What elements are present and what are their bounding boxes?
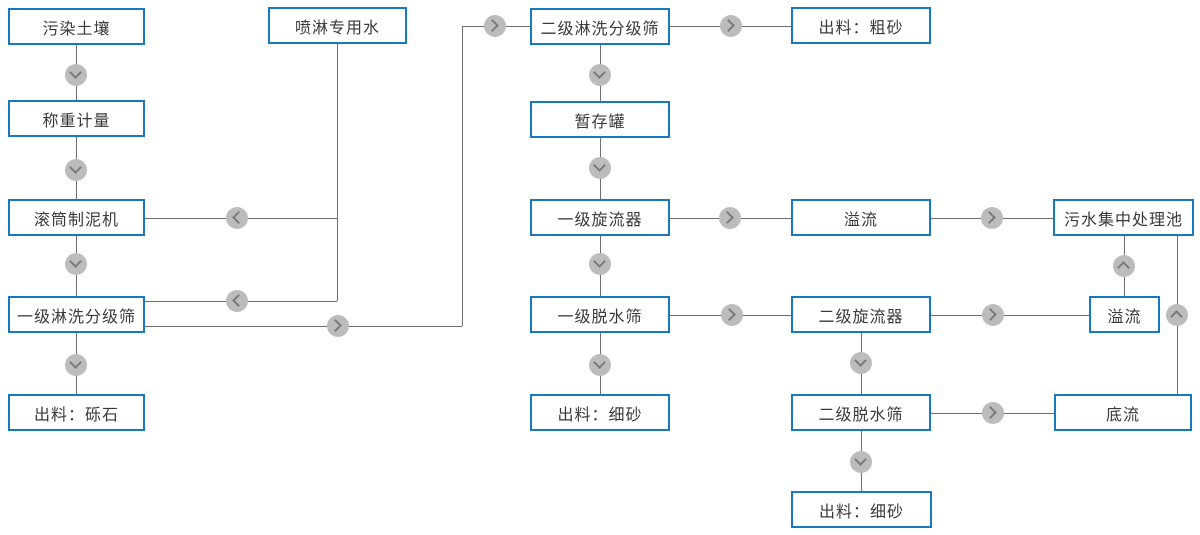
node-dewatering-screen-1[interactable]: 一级脱水筛 [530,296,670,333]
flow-arrow-down-icon [589,354,611,376]
node-sewage-pool[interactable]: 污水集中处理池 [1053,199,1194,236]
flow-arrow-down-icon [65,64,87,86]
flow-arrow-right-icon [327,315,349,337]
flow-arrow-down-icon [589,157,611,179]
node-buffer-tank[interactable]: 暂存罐 [530,101,670,138]
node-overflow-1[interactable]: 溢流 [791,199,931,236]
flow-arrow-down-icon [589,64,611,86]
flow-arrow-down-icon [65,253,87,275]
node-cyclone-1[interactable]: 一级旋流器 [530,199,670,236]
node-output-fine-sand-2[interactable]: 出料：细砂 [791,491,932,528]
flow-arrow-right-icon [982,402,1004,424]
flow-arrow-left-icon [226,290,248,312]
connector-line [462,26,463,326]
node-output-coarse-sand[interactable]: 出料：粗砂 [791,7,931,44]
connector-line [337,44,338,301]
node-underflow[interactable]: 底流 [1054,394,1192,431]
flow-arrow-right-icon [720,15,742,37]
node-washing-screen-1[interactable]: 一级淋洗分级筛 [8,296,145,333]
node-overflow-2[interactable]: 溢流 [1089,296,1160,333]
node-contaminated-soil[interactable]: 污染土壤 [8,8,145,45]
flow-arrow-right-icon [981,207,1003,229]
node-output-fine-sand-1[interactable]: 出料：细砂 [530,394,670,431]
flow-arrow-down-icon [65,354,87,376]
flow-arrow-down-icon [850,352,872,374]
flow-arrow-right-icon [982,304,1004,326]
node-spray-water[interactable]: 喷淋专用水 [268,7,407,44]
node-washing-screen-2[interactable]: 二级淋洗分级筛 [530,8,670,45]
flow-arrow-down-icon [589,253,611,275]
flow-arrow-right-icon [721,304,743,326]
flow-arrow-right-icon [484,15,506,37]
flow-arrow-up-icon [1113,255,1135,277]
flow-arrow-down-icon [65,159,87,181]
connector-line [931,315,1089,316]
node-cyclone-2[interactable]: 二级旋流器 [791,296,931,333]
flow-arrow-right-icon [719,207,741,229]
node-drum-mud-machine[interactable]: 滚筒制泥机 [8,199,145,236]
flow-arrow-left-icon [226,207,248,229]
flow-arrow-up-icon [1166,304,1188,326]
flow-arrow-down-icon [850,451,872,473]
node-dewatering-screen-2[interactable]: 二级脱水筛 [791,394,931,431]
node-output-gravel[interactable]: 出料：砾石 [8,394,145,431]
node-weighing[interactable]: 称重计量 [8,100,145,137]
connector-line [145,326,462,327]
